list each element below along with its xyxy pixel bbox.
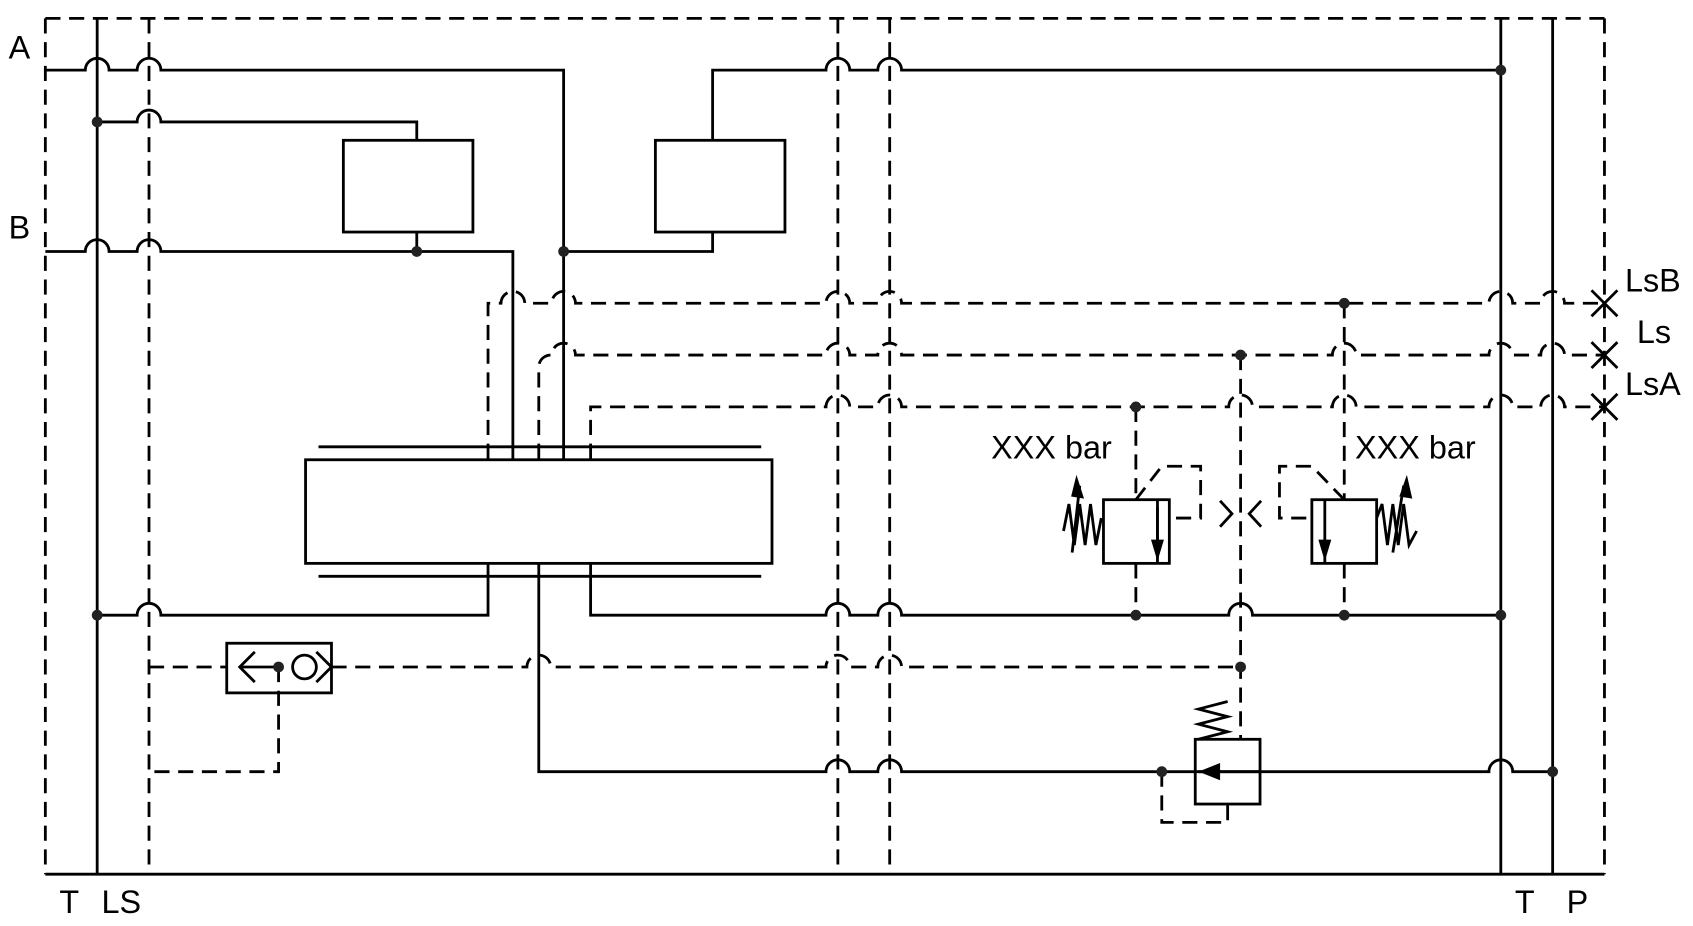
spring-icon	[1192, 700, 1234, 741]
port-label-ls-right: Ls	[1637, 314, 1671, 350]
port-label-p: P	[1567, 884, 1589, 920]
ls-signal-line	[537, 341, 1605, 459]
compensator-pilot	[1160, 771, 1230, 824]
port-relief-block-b	[341, 138, 475, 234]
spool-tank-left	[97, 563, 490, 617]
lsb-signal-line	[486, 290, 1605, 459]
tank-to-relief-a	[97, 108, 419, 141]
port-label-ls: LS	[101, 884, 141, 920]
box2-to-a-line	[563, 232, 715, 253]
pressure-compensator	[1192, 700, 1262, 806]
port-relief-block-a	[653, 138, 787, 234]
port-label-b: B	[9, 210, 31, 246]
port-marker-lsb	[1590, 289, 1619, 318]
port-label-a: A	[9, 29, 31, 65]
port-label-lsb: LsB	[1625, 262, 1681, 298]
relief-valve-b	[1278, 464, 1418, 616]
a-tank-line	[711, 56, 1501, 141]
port-label-t-left: T	[59, 884, 79, 920]
junction-dots	[91, 64, 1559, 778]
shuttle-ls-line	[149, 653, 1241, 669]
port-label-lsa: LsA	[1625, 366, 1681, 402]
spool-tank-right	[589, 563, 1501, 617]
relief-valve-a	[1062, 464, 1203, 616]
port-marker-ls	[1590, 341, 1619, 370]
main-spool	[304, 458, 774, 565]
port-marker-lsa	[1590, 392, 1619, 421]
relief-setting-left: XXX bar	[991, 430, 1112, 466]
shuttle-to-ls-gallery	[149, 666, 280, 774]
lsa-signal-line	[589, 393, 1605, 459]
pressure-supply-line	[537, 563, 1553, 774]
port-a-line	[45, 56, 566, 459]
port-b-line	[45, 238, 515, 459]
orifice-icon	[1219, 499, 1263, 528]
relief-setting-right: XXX bar	[1355, 430, 1476, 466]
port-label-t-right: T	[1515, 884, 1535, 920]
